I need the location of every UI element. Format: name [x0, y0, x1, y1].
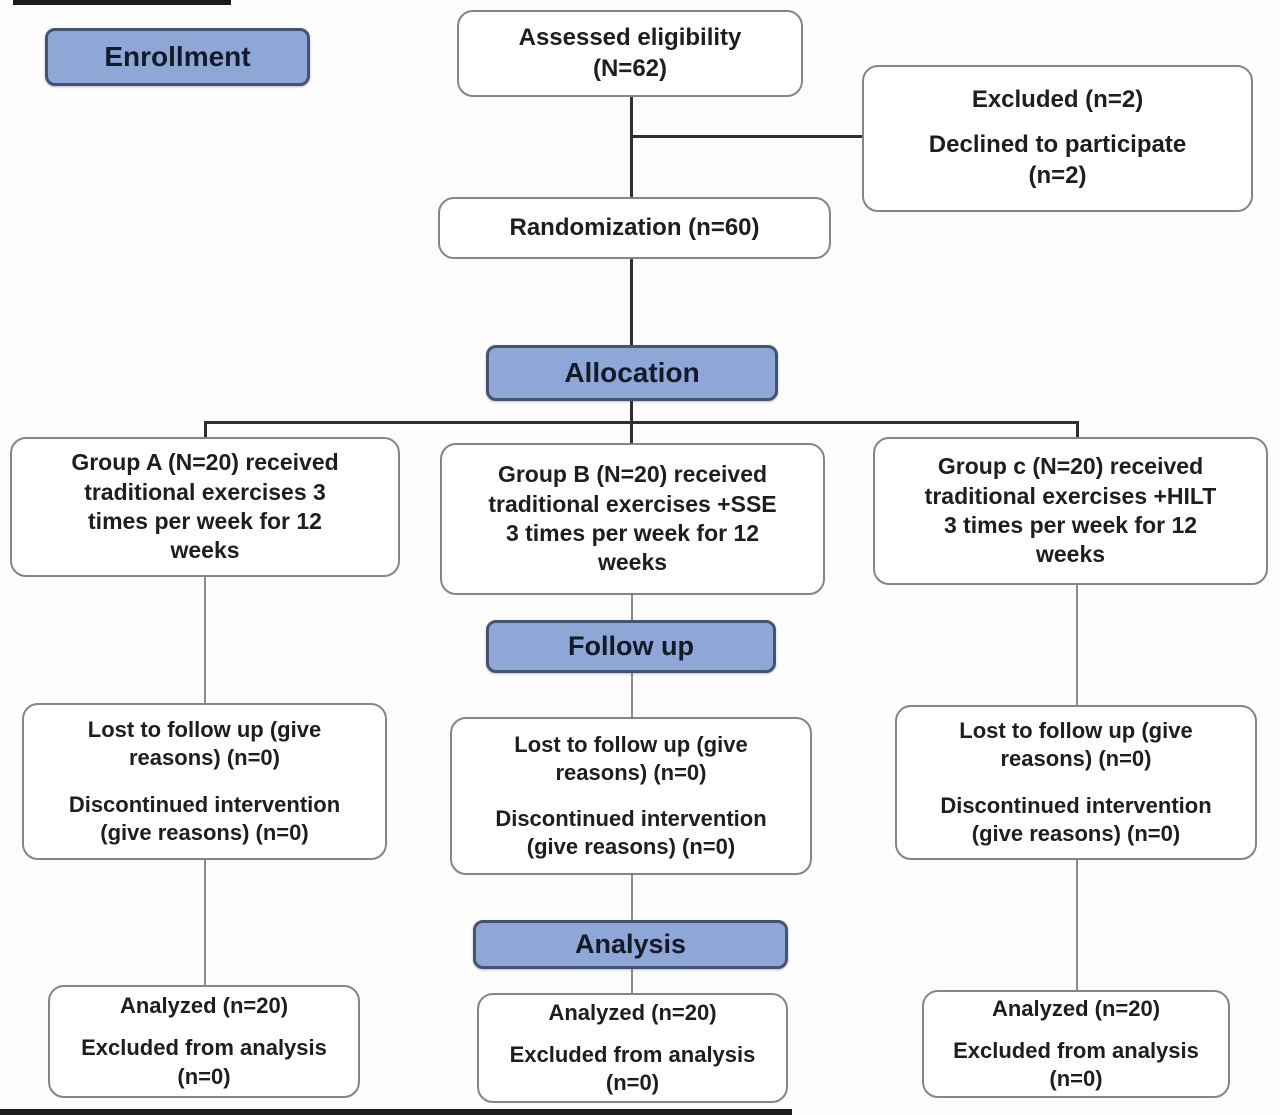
analyzed-a-text-line: (n=0)	[177, 1063, 231, 1089]
lost-followup-box-a: Lost to follow up (give reasons) (n=0) D…	[22, 703, 387, 860]
analyzed-b-text-line: Analyzed (n=20)	[548, 999, 717, 1025]
group-c-text-line: 3 times per week for 12	[943, 512, 1198, 538]
connector-bar-to-group-b	[630, 421, 633, 444]
assessed-text-line: (N=62)	[592, 54, 668, 82]
connector-followup-to-lost	[631, 672, 633, 718]
lost-c-text-line: Discontinued intervention	[940, 792, 1212, 818]
connector-allocation-stem	[630, 400, 633, 422]
stage-enrollment: Enrollment	[45, 28, 310, 86]
lost-a-text-line: reasons) (n=0)	[129, 745, 280, 771]
lost-b-text-line: Lost to follow up (give	[514, 731, 748, 757]
group-a-text-line: times per week for 12	[88, 508, 322, 534]
connector-randomization-to-allocation	[630, 259, 633, 346]
analyzed-b-text-line: (n=0)	[605, 1070, 660, 1096]
lost-c-text-line: reasons) (n=0)	[1000, 746, 1152, 772]
connector-allocation-bar	[204, 421, 1078, 424]
connector-group-b-to-followup	[631, 594, 633, 621]
lost-c-text-line: (give reasons) (n=0)	[971, 820, 1181, 846]
lost-followup-box-c: Lost to follow up (give reasons) (n=0) D…	[895, 705, 1257, 860]
group-b-text-line: traditional exercises +SSE	[488, 490, 777, 517]
connector-to-excluded	[631, 135, 862, 138]
connector-bar-to-group-a	[204, 421, 207, 438]
connector-lost-a-to-analyzed	[204, 859, 206, 986]
analyzed-c-text-line: (n=0)	[1049, 1066, 1103, 1092]
lost-followup-box-b: Lost to follow up (give reasons) (n=0) D…	[450, 717, 812, 875]
group-c-box: Group c (N=20) received traditional exer…	[873, 437, 1268, 585]
group-b-box: Group B (N=20) received traditional exer…	[440, 443, 825, 595]
scan-artifact-top	[13, 0, 231, 5]
group-c-text-line: traditional exercises +HILT	[924, 482, 1217, 509]
connector-group-c-to-lost	[1076, 584, 1078, 706]
group-c-text-line: Group c (N=20) received	[937, 453, 1204, 480]
lost-a-text-line: Lost to follow up (give	[87, 717, 322, 743]
lost-b-text-line: reasons) (n=0)	[555, 759, 707, 785]
connector-assessed-to-randomization	[630, 97, 633, 198]
analyzed-box-b: Analyzed (n=20) Excluded from analysis (…	[477, 993, 788, 1103]
analyzed-box-a: Analyzed (n=20) Excluded from analysis (…	[48, 985, 360, 1098]
randomization-box: Randomization (n=60)	[438, 197, 831, 259]
group-a-text-line: Group A (N=20) received	[71, 449, 339, 476]
group-b-text-line: Group B (N=20) received	[497, 461, 768, 488]
lost-b-text-line: (give reasons) (n=0)	[526, 834, 736, 860]
randomization-text-line: Randomization (n=60)	[509, 213, 760, 241]
connector-group-a-to-lost	[204, 576, 206, 704]
connector-analysis-to-analyzed	[631, 968, 633, 994]
connector-lost-b-to-analysis	[631, 874, 633, 921]
analyzed-a-text-line: Analyzed (n=20)	[119, 993, 289, 1019]
excluded-text-line: Declined to participate	[928, 131, 1187, 159]
excluded-text-line: (n=2)	[1028, 161, 1087, 189]
lost-a-text-line: (give reasons) (n=0)	[100, 819, 309, 845]
stage-follow-up: Follow up	[486, 620, 776, 673]
stage-allocation: Allocation	[486, 345, 778, 401]
group-a-box: Group A (N=20) received traditional exer…	[10, 437, 400, 577]
group-c-text-line: weeks	[1035, 541, 1106, 568]
lost-a-text-line: Discontinued intervention	[68, 791, 341, 817]
connector-lost-c-to-analyzed	[1076, 859, 1078, 991]
analyzed-c-text-line: Analyzed (n=20)	[991, 995, 1161, 1021]
connector-bar-to-group-c	[1076, 421, 1079, 438]
group-a-text-line: weeks	[170, 537, 240, 564]
analyzed-b-text-line: Excluded from analysis	[509, 1041, 756, 1067]
analyzed-a-text-line: Excluded from analysis	[81, 1035, 327, 1061]
excluded-text-line: Excluded (n=2)	[971, 86, 1144, 114]
lost-b-text-line: Discontinued intervention	[495, 806, 767, 831]
group-a-text-line: traditional exercises 3	[84, 478, 326, 505]
scan-artifact-bottom	[0, 1109, 792, 1115]
assessed-text-line: Assessed eligibility	[518, 23, 742, 51]
analyzed-box-c: Analyzed (n=20) Excluded from analysis (…	[922, 990, 1230, 1098]
group-b-text-line: 3 times per week for 12	[505, 520, 760, 546]
assessed-eligibility-box: Assessed eligibility (N=62)	[457, 10, 803, 97]
analyzed-c-text-line: Excluded from analysis	[953, 1037, 1199, 1063]
group-b-text-line: weeks	[597, 549, 668, 576]
excluded-box: Excluded (n=2) Declined to participate (…	[862, 65, 1253, 212]
lost-c-text-line: Lost to follow up (give	[959, 718, 1193, 744]
stage-analysis: Analysis	[473, 920, 788, 969]
